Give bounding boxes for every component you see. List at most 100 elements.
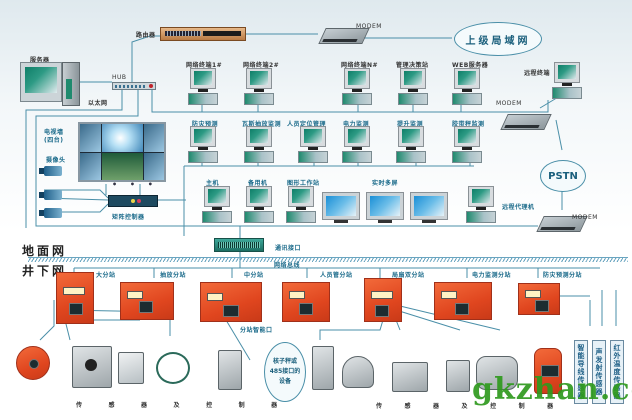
remote-station-pc (466, 186, 496, 224)
web-server-pc (452, 68, 482, 106)
vertical-sensor-2-label: 声发射传感器 (595, 348, 603, 396)
server-tower-icon (62, 62, 80, 106)
router-ports-block (203, 31, 241, 36)
sensor-right-2 (342, 356, 374, 388)
substation-3 (200, 282, 262, 322)
hub-label: HUB (112, 74, 127, 81)
server-monitor (20, 62, 62, 102)
sensor-red-canister (534, 348, 562, 394)
decision-station-label: 管理决策站 (396, 62, 429, 69)
modem-remote-label: MODEM (496, 100, 522, 107)
router-ports (165, 31, 201, 36)
caption-char: 制 (518, 403, 526, 410)
matrix-controller (108, 195, 158, 207)
realtime-screen-3 (410, 192, 448, 224)
comm-interface (214, 238, 264, 252)
sensor-right-3 (392, 362, 428, 392)
hub-led-icon (149, 84, 153, 88)
caption-char: 控 (206, 402, 213, 409)
router (160, 27, 246, 41)
substation-5 (364, 278, 402, 322)
terminal-n-label: 网络终端N# (341, 62, 379, 69)
vertical-sensor-2: 声发射传感器 (592, 340, 606, 404)
graphics-pc (286, 186, 316, 224)
tv-wall-label: 电视墙 (44, 129, 64, 136)
substation-4 (282, 282, 330, 322)
sensor-right-5 (476, 356, 518, 390)
vertical-sensor-1: 智能导线传感器 (574, 340, 588, 404)
pstn-label: PSTN (548, 170, 578, 182)
sensors-caption-left: 传 感 器 及 控 制 器 (76, 400, 278, 409)
row2-label-4: 电力监测 (343, 121, 370, 128)
graphics-label: 图形工作站 (287, 180, 320, 187)
sensor-round-orange (16, 346, 50, 380)
row2-pc-3 (298, 126, 328, 164)
comm-interface-label: 通讯接口 (275, 245, 302, 252)
substation-6-label: 电力监测分站 (472, 272, 512, 279)
realtime-screen-1 (322, 192, 360, 224)
wire-terminal-bus1 (151, 90, 549, 113)
substation-3-label: 中分站 (244, 272, 264, 279)
row2-pc-5 (396, 126, 426, 164)
decision-station-pc (398, 68, 428, 106)
router-label: 路由器 (136, 32, 156, 39)
sensor-methane (218, 350, 242, 390)
modem-top (318, 28, 370, 44)
backup-label: 备用机 (248, 180, 268, 187)
upper-lan-ellipse: 上级局域网 (454, 22, 542, 56)
ground-level-label: 地面网 (22, 244, 68, 258)
host-label: 主机 (206, 180, 220, 187)
row2-label-2: 瓦斯抽放监测 (242, 121, 282, 128)
watermark: gkzhan.com (472, 372, 632, 407)
sensor-gray-box (72, 346, 112, 388)
sensor-right-4 (446, 360, 470, 392)
caption-char: 器 (271, 402, 278, 409)
matrix-label: 矩阵控制器 (112, 214, 145, 221)
wire-outer2 (25, 90, 123, 228)
substation-2-label: 抽放分站 (160, 272, 187, 279)
level-divider (28, 257, 628, 262)
caption-char: 制 (238, 402, 246, 409)
substation-1-label: 大分站 (96, 272, 116, 279)
row2-label-3: 人员定位管理 (287, 121, 327, 128)
caption-char: 感 (404, 403, 412, 410)
camera-1-icon (39, 166, 62, 176)
row2-pc-6 (452, 126, 482, 164)
backup-pc (244, 186, 274, 224)
ellipsis: • • • (112, 180, 158, 189)
caption-char: 器 (433, 403, 440, 410)
wire-outer-loop (35, 90, 538, 227)
remote-station-label: 远程代理机 (502, 204, 535, 211)
terminal-2-label: 网络终端2# (243, 62, 280, 69)
serial-device-line-1: 核子秤或 (272, 358, 297, 365)
tv-wall-sub-label: (四台) (44, 137, 64, 144)
terminal-1-label: 网络终端1# (186, 62, 223, 69)
vertical-sensor-1-label: 智能导线传感器 (577, 344, 585, 400)
sensor-panel (118, 352, 144, 384)
row2-label-6: 胶带秤监测 (452, 121, 485, 128)
terminal-2-pc (244, 68, 274, 106)
sensors-caption-right: 传 感 器 及 控 制 器 (376, 401, 554, 410)
serial-device-ellipse: 核子秤或 485接口的 设备 (264, 342, 306, 402)
row2-label-5: 提升监测 (397, 121, 424, 128)
substation-6 (434, 282, 492, 320)
serial-device-line-2: 485接口的 (269, 368, 301, 375)
sensor-right-1 (312, 346, 334, 390)
substation-7 (518, 283, 560, 315)
row2-label-1: 防灾预测 (192, 121, 219, 128)
substation-interface-label: 分站智能口 (240, 327, 273, 334)
caption-char: 器 (141, 402, 148, 409)
caption-char: 传 (76, 402, 83, 409)
caption-char: 及 (461, 403, 469, 410)
pstn-ellipse: PSTN (540, 160, 586, 192)
caption-char: 器 (547, 403, 554, 410)
terminal-n-pc (342, 68, 372, 106)
row2-pc-2 (244, 126, 274, 164)
camera-label: 摄像头 (46, 157, 66, 164)
caption-char: 及 (173, 402, 181, 409)
modem-remote (500, 114, 552, 130)
substation-4-label: 人员管分站 (320, 272, 353, 279)
underground-level-label: 井下网 (22, 264, 68, 278)
substation-1 (56, 272, 94, 324)
remote-terminal-label: 远程终端 (524, 70, 551, 77)
